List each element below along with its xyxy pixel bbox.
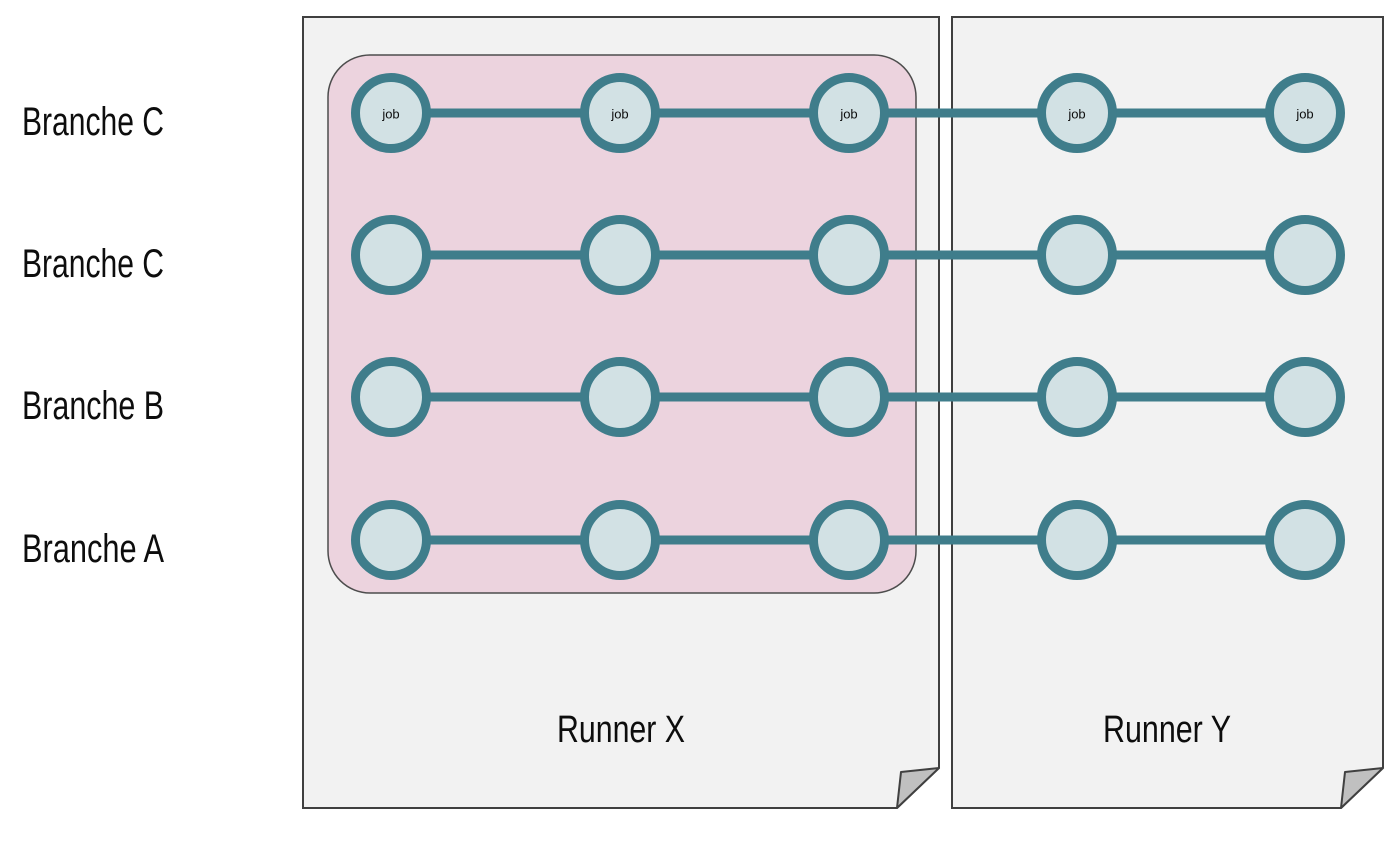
job-node-label: job: [610, 107, 628, 122]
job-node: [580, 357, 660, 437]
job-node: [580, 73, 660, 153]
job-node: [1265, 215, 1345, 295]
job-node-label: job: [381, 107, 399, 122]
job-node: [351, 500, 431, 580]
branch-label-row-2: Branche C: [22, 242, 164, 286]
job-node: [351, 215, 431, 295]
job-node: [809, 73, 889, 153]
job-node: [809, 357, 889, 437]
job-node: [351, 73, 431, 153]
job-node-label: job: [1295, 107, 1313, 122]
job-node: [1265, 357, 1345, 437]
job-node: [580, 500, 660, 580]
job-node-label: job: [839, 107, 857, 122]
job-node: [351, 357, 431, 437]
job-node: [1037, 500, 1117, 580]
branch-labels: Branche C Branche C Branche B Branche A: [22, 100, 164, 571]
runner-x-label: Runner X: [557, 709, 685, 751]
job-node-label: job: [1067, 107, 1085, 122]
runner-x-fold-corner-icon: [896, 767, 940, 809]
job-node: [1265, 500, 1345, 580]
job-node: [580, 215, 660, 295]
branch-label-row-3: Branche B: [22, 384, 164, 428]
runner-y-label: Runner Y: [1103, 709, 1231, 751]
job-node: [809, 215, 889, 295]
job-node: [1037, 215, 1117, 295]
pipeline-group-highlight: [327, 54, 917, 594]
branch-label-row-4: Branche A: [22, 527, 164, 571]
job-node: [1265, 73, 1345, 153]
runner-y-fold-corner-icon: [1340, 767, 1384, 809]
job-node: [809, 500, 889, 580]
runner-panel-y: [951, 16, 1384, 809]
branch-label-row-1: Branche C: [22, 100, 164, 144]
nodes-layer: job job job job job: [351, 73, 1345, 580]
job-node: [1037, 357, 1117, 437]
job-node: [1037, 73, 1117, 153]
